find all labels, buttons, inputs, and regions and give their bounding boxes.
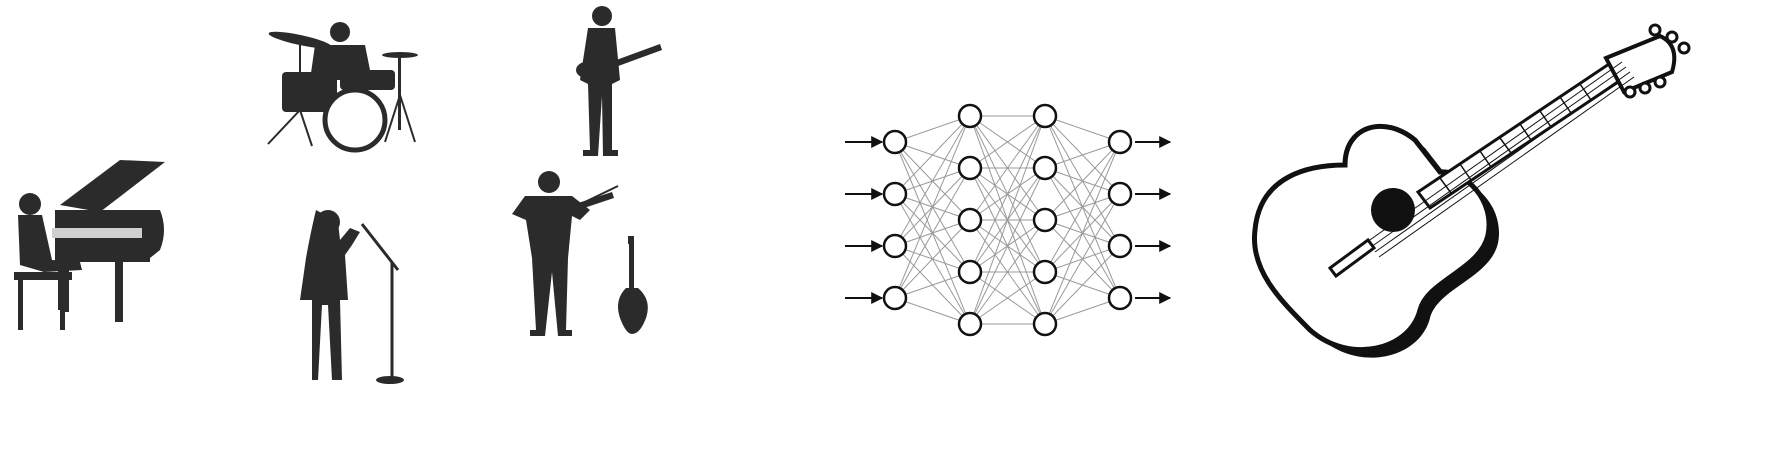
network-edge [1044, 141, 1121, 325]
network-edge [1044, 141, 1121, 221]
drummer-icon [267, 22, 418, 153]
singer-icon [300, 210, 404, 384]
network-edge [969, 115, 1046, 273]
network-edge [894, 115, 971, 299]
network-edge [969, 115, 1046, 325]
network-node [1032, 103, 1058, 129]
network-edge [894, 167, 971, 299]
network-edges [894, 115, 1121, 325]
network-edge [894, 219, 971, 299]
network-edge [1044, 141, 1121, 169]
network-nodes [882, 103, 1133, 337]
network-edge [969, 167, 1046, 325]
musicians-panel [14, 6, 662, 384]
network-edge [969, 115, 1046, 169]
violinist-icon [512, 171, 619, 336]
network-node [1032, 259, 1058, 285]
network-edge [1044, 141, 1121, 273]
network-node [1032, 155, 1058, 181]
network-node [882, 233, 908, 259]
network-arrows [845, 136, 1172, 304]
network-node [1107, 233, 1133, 259]
network-node [957, 103, 983, 129]
network-node [1032, 311, 1058, 337]
network-edge [1044, 193, 1121, 325]
electric-guitar-icon [618, 236, 648, 334]
network-edge [1044, 297, 1121, 325]
network-edge [969, 115, 1046, 221]
network-edge [1044, 115, 1121, 143]
guitarist-icon [576, 6, 662, 156]
network-edge [894, 115, 971, 143]
network-edge [969, 219, 1046, 325]
network-node [882, 285, 908, 311]
network-edge [894, 297, 971, 325]
network-node [957, 207, 983, 233]
network-edge [894, 115, 971, 247]
network-edge [894, 271, 971, 299]
network-edge [894, 115, 971, 195]
network-node [882, 181, 908, 207]
network-node [882, 129, 908, 155]
network-edge [969, 271, 1046, 325]
piano-player-icon [14, 160, 165, 330]
acoustic-guitar-icon [1251, 23, 1691, 358]
network-node [957, 311, 983, 337]
network-node [957, 259, 983, 285]
network-node [957, 155, 983, 181]
network-node [1107, 129, 1133, 155]
network-node [1107, 181, 1133, 207]
network-node [1107, 285, 1133, 311]
network-node [1032, 207, 1058, 233]
network-edge [1044, 245, 1121, 325]
neural-network-icon [845, 103, 1172, 337]
